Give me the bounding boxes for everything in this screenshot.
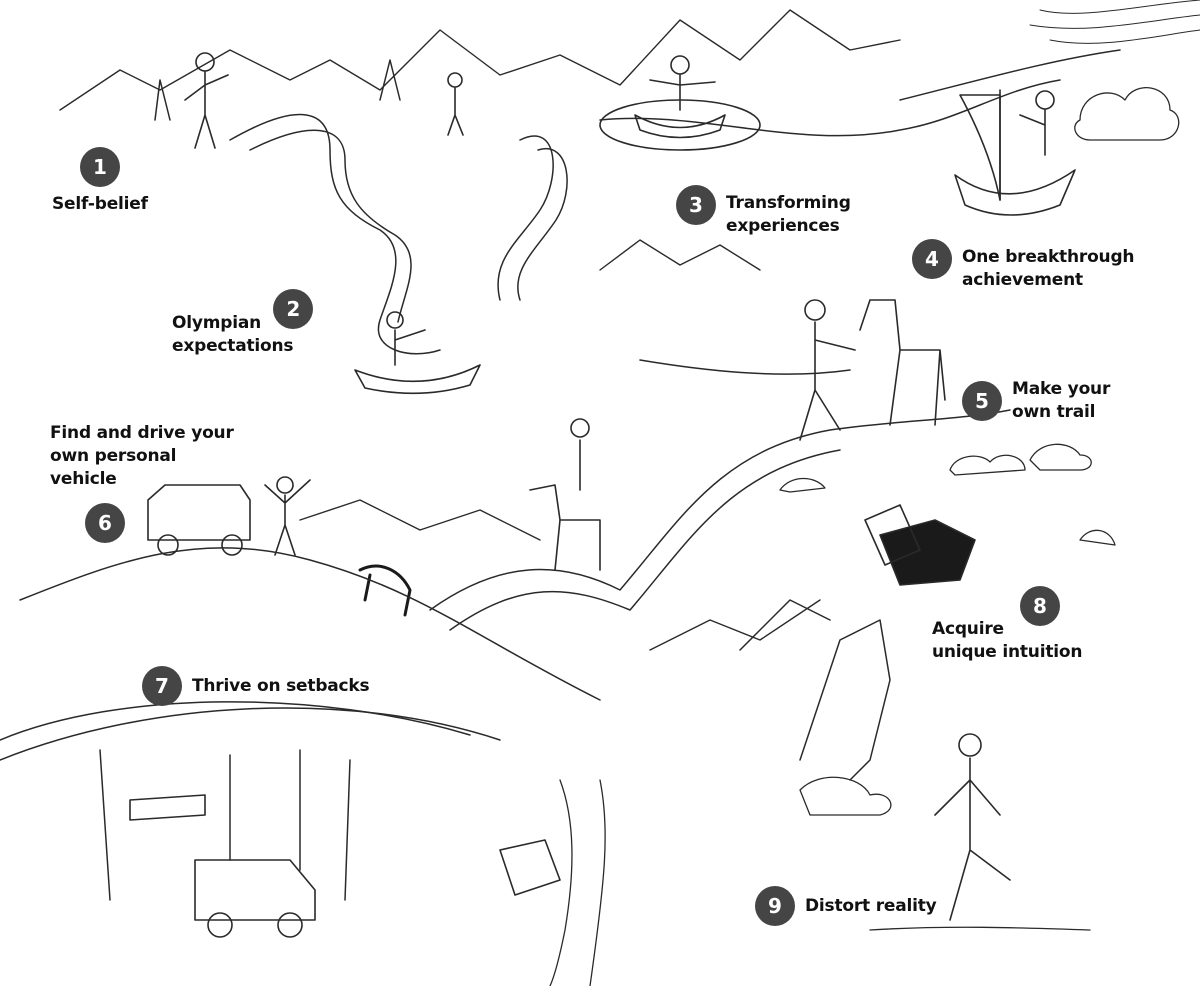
step-8: 8 Acquire unique intuition xyxy=(932,586,1082,664)
step-label: Acquire unique intuition xyxy=(932,618,1082,664)
step-badge: 1 xyxy=(80,147,120,187)
label-line: vehicle xyxy=(50,469,117,489)
step-4: 4 One breakthrough achievement xyxy=(912,226,1135,292)
step-label: One breakthrough achievement xyxy=(962,246,1135,292)
step-badge: 6 xyxy=(85,503,125,543)
step-label: Distort reality xyxy=(805,895,937,918)
step-badge: 8 xyxy=(1020,586,1060,626)
step-badge: 5 xyxy=(962,381,1002,421)
step-1: 1 Self-belief xyxy=(52,147,148,216)
label-line: Thrive on setbacks xyxy=(192,675,370,696)
label-line: Transforming xyxy=(726,193,851,213)
label-line: One breakthrough xyxy=(962,247,1135,267)
label-line: unique intuition xyxy=(932,642,1083,662)
hills xyxy=(0,359,1011,761)
vehicles xyxy=(129,484,976,938)
label-line: expectations xyxy=(172,336,294,356)
winding-trail xyxy=(229,49,1121,355)
step-label: Thrive on setbacks xyxy=(192,675,370,698)
animals xyxy=(358,299,946,617)
cliff xyxy=(739,599,891,781)
step-3: 3 Transforming experiences xyxy=(676,172,851,238)
storm-cloud xyxy=(1029,0,1200,44)
step-9: 9 Distort reality xyxy=(755,886,937,926)
label-line: experiences xyxy=(726,216,840,236)
step-label: Make your own trail xyxy=(1012,378,1110,424)
step-badge: 4 xyxy=(912,239,952,279)
step-label: Olympian expectations xyxy=(172,312,294,358)
canoe-scenes xyxy=(354,89,1076,395)
label-line: achievement xyxy=(962,270,1083,290)
label-line: Distort reality xyxy=(805,895,937,916)
step-2: Olympian expectations 2 xyxy=(172,288,314,358)
figures xyxy=(184,52,1055,921)
trees xyxy=(0,59,471,901)
label-line: Acquire xyxy=(932,619,1004,639)
label-line: own trail xyxy=(1012,402,1096,422)
step-5: 5 Make your own trail xyxy=(962,378,1110,424)
step-badge: 2 xyxy=(273,289,314,329)
step-badge: 7 xyxy=(142,666,182,706)
label-line: Make your xyxy=(1012,379,1111,399)
label-line: Self-belief xyxy=(52,194,148,214)
clouds xyxy=(779,87,1180,816)
step-label: Self-belief xyxy=(52,193,148,216)
step-badge: 3 xyxy=(676,185,716,225)
step-badge: 9 xyxy=(755,886,795,926)
label-line: own personal xyxy=(50,446,177,466)
label-line: Find and drive your xyxy=(50,423,234,443)
mountain-range xyxy=(59,9,901,651)
step-label: Find and drive your own personal vehicle xyxy=(50,422,234,491)
ground-lines xyxy=(549,779,1091,986)
step-6: Find and drive your own personal vehicle… xyxy=(50,422,234,543)
step-7: 7 Thrive on setbacks xyxy=(142,666,370,706)
step-label: Transforming experiences xyxy=(726,192,851,238)
label-line: Olympian xyxy=(172,313,262,333)
